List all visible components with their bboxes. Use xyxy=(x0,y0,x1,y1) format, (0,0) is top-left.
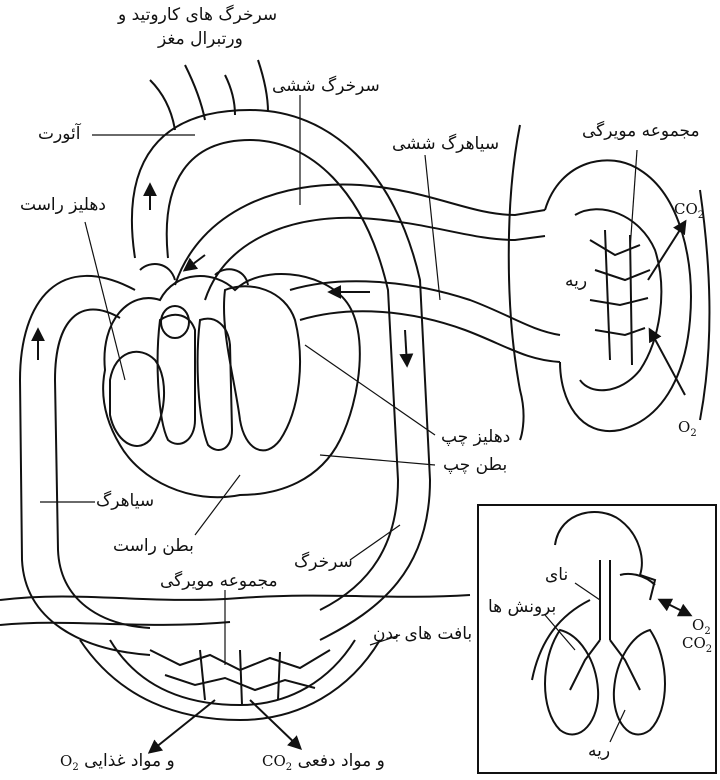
pulmonary-artery xyxy=(175,184,545,300)
label-left-atrium: دهلیز چپ xyxy=(441,428,510,448)
flow-arrow-co2-body xyxy=(250,700,300,748)
label-trachea: نای xyxy=(545,566,568,586)
label-carotid-line2: ورتبرال مغز xyxy=(158,30,243,50)
leader-left-ventricle xyxy=(320,455,435,465)
label-pulmonary-artery: سرخرگ ششی xyxy=(272,77,380,97)
label-right-ventricle: بطن راست xyxy=(113,537,194,557)
leader-trachea xyxy=(575,583,600,600)
leader-left-atrium xyxy=(305,345,435,435)
label-aorta: آئورت xyxy=(38,125,80,145)
carotid-arteries xyxy=(150,60,268,130)
label-artery: سرخرگ xyxy=(294,553,353,573)
label-vein: سیاهرگ xyxy=(96,492,154,512)
leader-artery xyxy=(350,525,400,560)
label-pulmonary-vein: سیاهرگ ششی xyxy=(392,135,499,155)
label-co2-wastes: و مواد دفعی CO2 xyxy=(262,752,385,774)
aorta-loop xyxy=(132,110,430,640)
label-co2-lung: CO2 xyxy=(674,200,704,221)
pulmonary-vein xyxy=(290,281,560,362)
flow-arrow-gas-exchange xyxy=(660,600,690,615)
label-o2-nutrients: و مواد غذایی O2 xyxy=(60,752,175,774)
label-body-tissues: بافت های بدن xyxy=(373,625,472,645)
label-right-atrium: دهلیز راست xyxy=(20,196,106,216)
label-co2-inset: CO2 xyxy=(682,634,712,655)
lung xyxy=(509,125,710,440)
flow-arrow-o2-in xyxy=(650,330,685,395)
o2-formula: O2 xyxy=(60,752,79,770)
leader-bronchi xyxy=(545,615,575,650)
label-o2-lung: O2 xyxy=(678,418,697,439)
flow-arrow-artery-down xyxy=(405,330,407,365)
leader-right-ventricle xyxy=(195,475,240,535)
respiratory-inset xyxy=(478,505,716,773)
label-body-capillaries: مجموعه مویرگی xyxy=(160,572,278,592)
flow-arrow-o2-body xyxy=(150,700,215,752)
label-lung-capillaries: مجموعه مویرگی xyxy=(582,122,700,142)
body-tissue xyxy=(0,595,470,720)
flow-arrow-co2-out xyxy=(648,222,685,280)
label-bronchi: برونش ها xyxy=(488,598,556,618)
label-lung: ریه xyxy=(565,272,587,292)
co2-formula: CO2 xyxy=(262,752,292,770)
label-left-ventricle: بطن چپ xyxy=(443,456,507,476)
label-carotid-line1: سرخرگ های کاروتید و xyxy=(118,6,277,26)
heart xyxy=(103,264,360,497)
label-inset-lung: ریه xyxy=(588,742,610,762)
